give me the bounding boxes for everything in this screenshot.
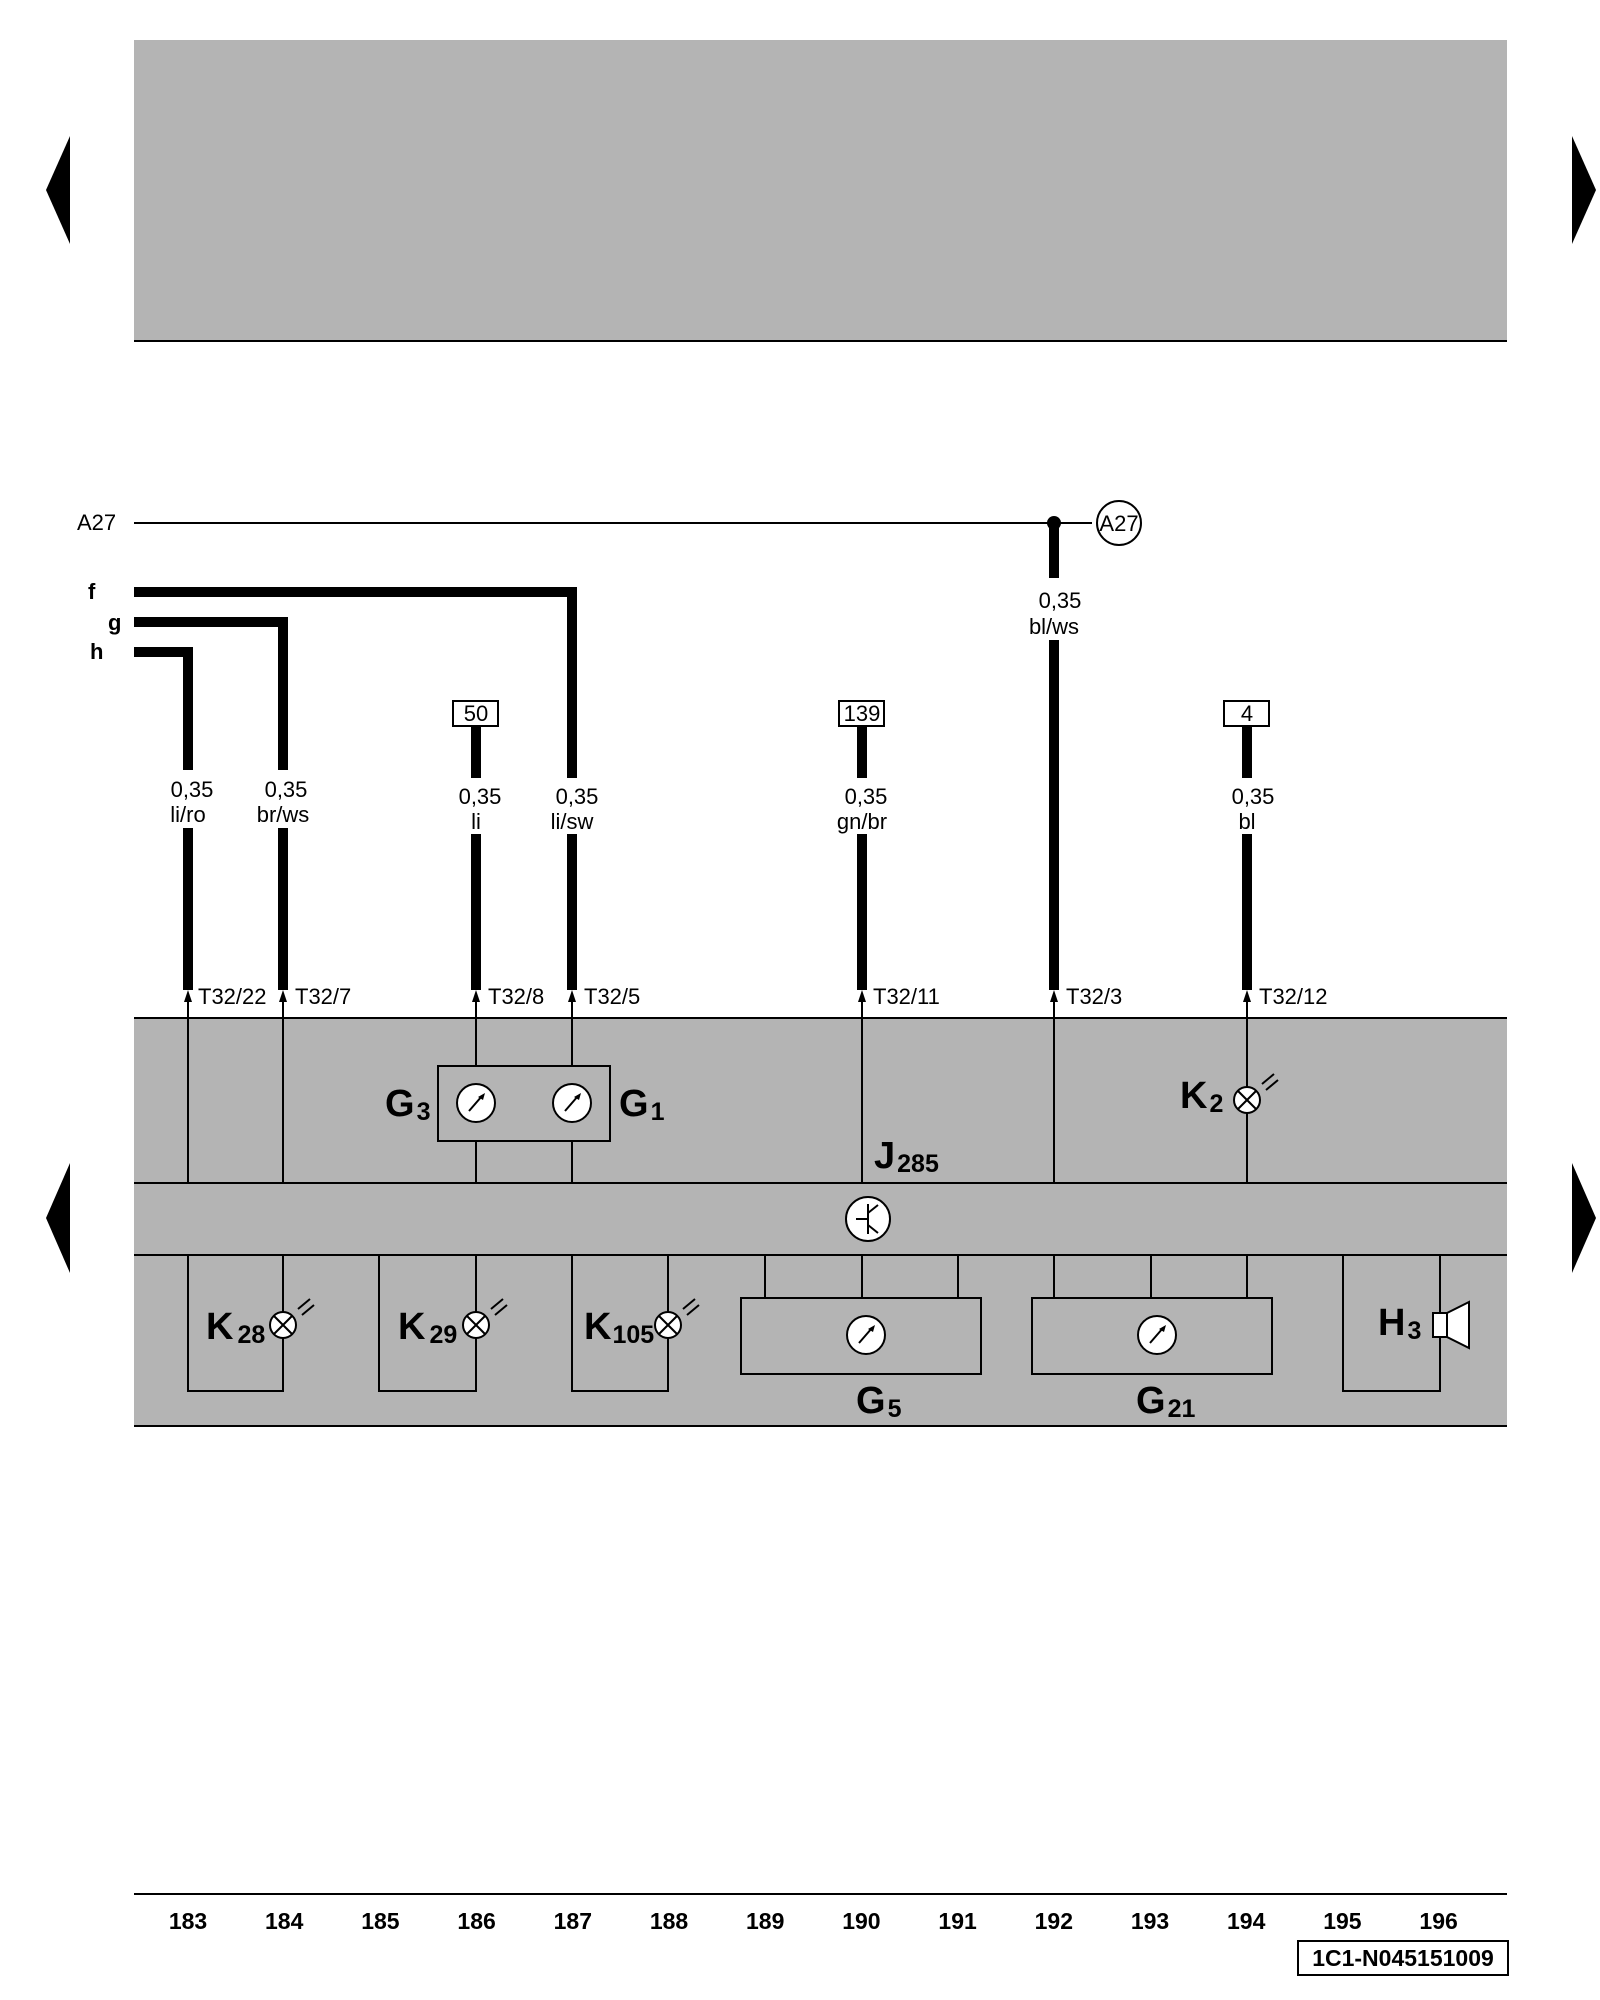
input-g-label: g — [108, 610, 121, 635]
input-f-label: f — [88, 579, 96, 604]
wire-f — [134, 587, 577, 778]
bus-label: A27 — [77, 510, 116, 535]
footer-column-number: 190 — [842, 1908, 880, 1934]
k2-label: K2 — [1180, 1075, 1223, 1118]
k105-label: K105 — [584, 1306, 654, 1349]
wire-50-color: li — [471, 809, 481, 834]
connector-label: T32/12 — [1259, 984, 1328, 1009]
footer-column-number: 195 — [1323, 1908, 1362, 1934]
footer-column-number: 184 — [265, 1908, 304, 1934]
footer-column-number: 193 — [1131, 1908, 1169, 1934]
terminal-50-box — [452, 700, 499, 727]
footer-column-numbers: 183 184 185 186 187 188 189 190 191 192 193 194 195 1… — [169, 1908, 1458, 1934]
connector-label: T32/7 — [295, 984, 351, 1009]
footer-column-number: 188 — [650, 1908, 689, 1934]
g3-label: G3 — [385, 1083, 430, 1126]
footer-column-number: 185 — [361, 1908, 400, 1934]
wire-h — [134, 647, 193, 770]
input-h-label: h — [90, 639, 103, 664]
wire-50-gauge: 0,35 — [459, 784, 502, 809]
next-page-arrow-icon[interactable] — [1572, 136, 1596, 244]
j285-label: J285 — [874, 1135, 939, 1178]
g1-label: G1 — [619, 1083, 665, 1126]
footer-column-number: 183 — [169, 1908, 207, 1934]
terminal-139-label: 139 — [844, 701, 881, 726]
next-section-arrow-icon[interactable] — [1572, 1163, 1596, 1273]
connector-label: T32/5 — [584, 984, 640, 1009]
connector-label: T32/11 — [873, 984, 940, 1009]
wire-a27-gauge: 0,35 — [1039, 588, 1082, 613]
bus-ref-label: A27 — [1099, 511, 1138, 536]
wire-f-color: li/sw — [551, 809, 594, 834]
terminal-50-label: 50 — [464, 701, 488, 726]
wire-g-gauge: 0,35 — [265, 777, 308, 802]
prev-page-arrow-icon[interactable] — [46, 136, 70, 244]
footer-column-number: 192 — [1035, 1908, 1073, 1934]
g5-label: G5 — [856, 1380, 902, 1423]
wire-bundle — [134, 523, 1252, 990]
k2-light-rays-icon — [1261, 1073, 1279, 1091]
wire-139-color: gn/br — [837, 809, 887, 834]
footer-column-number: 187 — [554, 1908, 592, 1934]
wire-g-color: br/ws — [257, 802, 310, 827]
cluster-outlines — [134, 1017, 1507, 1427]
g21-label: G21 — [1136, 1380, 1195, 1423]
wire-f-gauge: 0,35 — [556, 784, 599, 809]
wire-4-gauge: 0,35 — [1232, 784, 1275, 809]
footer-column-number: 194 — [1227, 1908, 1266, 1934]
wire-a27-color: bl/ws — [1029, 614, 1079, 639]
drawing-code-box — [1297, 1940, 1509, 1976]
terminal-139-box — [838, 700, 885, 727]
connector-label: T32/8 — [488, 984, 544, 1009]
h3-buzzer-icon — [1432, 1312, 1448, 1338]
terminal-4-label: 4 — [1241, 701, 1253, 726]
g21-gauge-box — [1031, 1297, 1273, 1375]
connector-label: T32/3 — [1066, 984, 1122, 1009]
prev-section-arrow-icon[interactable] — [46, 1163, 70, 1273]
footer-column-number: 189 — [746, 1908, 784, 1934]
wire-h-gauge: 0,35 — [171, 777, 214, 802]
bus-ref-circle — [1096, 500, 1142, 546]
footer-column-number: 191 — [938, 1908, 977, 1934]
wire-4-color: bl — [1238, 809, 1255, 834]
connector-pins — [184, 990, 1251, 1002]
wire-g — [134, 617, 288, 770]
drawing-code: 1C1-N045151009 — [1312, 1945, 1494, 1971]
terminal-4-box — [1223, 700, 1270, 727]
connector-label: T32/22 — [198, 984, 267, 1009]
h3-label: H3 — [1378, 1302, 1421, 1345]
wire-139-gauge: 0,35 — [845, 784, 888, 809]
footer-column-number: 186 — [457, 1908, 495, 1934]
header-band — [134, 40, 1507, 340]
footer-column-number: 196 — [1419, 1908, 1457, 1934]
wire-h-color: li/ro — [170, 802, 205, 827]
